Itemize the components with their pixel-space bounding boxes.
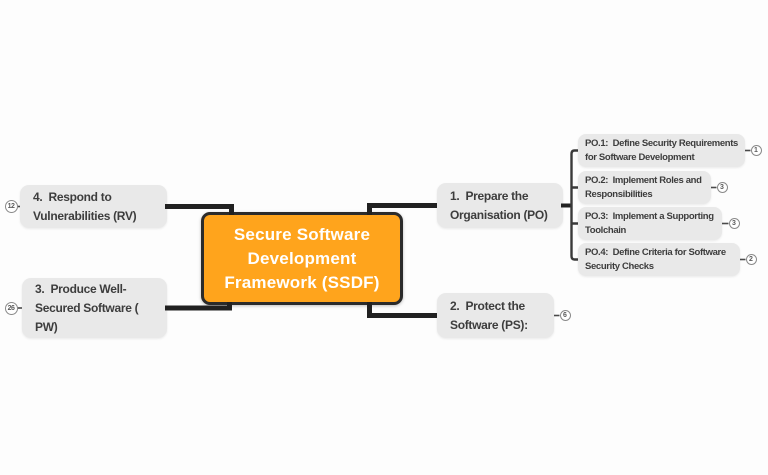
collapsed-count-badge-po4[interactable]: 2 <box>745 254 757 265</box>
collapsed-count-badge-ps[interactable]: 6 <box>559 310 571 321</box>
subnode-label-po2: PO.2: Implement Roles and Responsibiliti… <box>585 175 702 200</box>
central-topic-node[interactable]: Secure Software Development Framework (S… <box>201 212 403 305</box>
branch-label-respond-vulnerabilities: 4. Respond to Vulnerabilities (RV) <box>33 189 137 223</box>
subnode-label-po1: PO.1: Define Security Requirements for S… <box>585 138 738 163</box>
subnode-po4-security-checks-criteria[interactable]: PO.4: Define Criteria for Software Secur… <box>578 243 740 276</box>
connector-po-children <box>570 149 578 261</box>
branch-node-prepare-organisation[interactable]: 1. Prepare the Organisation (PO) <box>437 183 563 228</box>
branch-node-protect-software[interactable]: 2. Protect the Software (PS): <box>437 293 554 338</box>
branch-label-protect-software: 2. Protect the Software (PS): <box>450 298 528 332</box>
subnode-po1-security-requirements[interactable]: PO.1: Define Security Requirements for S… <box>578 134 745 167</box>
subnode-label-po4: PO.4: Define Criteria for Software Secur… <box>585 247 726 272</box>
collapsed-count-badge-po2[interactable]: 3 <box>716 182 728 193</box>
collapsed-count-badge-pw[interactable]: 26 <box>4 301 18 315</box>
subnode-label-po3: PO.3: Implement a Supporting Toolchain <box>585 211 714 236</box>
branch-label-prepare-organisation: 1. Prepare the Organisation (PO) <box>450 188 548 222</box>
branch-label-produce-well-secured-software: 3. Produce Well- Secured Software ( PW) <box>35 281 139 334</box>
collapsed-count-badge-po1[interactable]: 1 <box>750 145 762 156</box>
collapsed-count-badge-rv[interactable]: 12 <box>4 200 18 213</box>
subnode-po2-roles-responsibilities[interactable]: PO.2: Implement Roles and Responsibiliti… <box>578 171 711 204</box>
branch-node-produce-well-secured-software[interactable]: 3. Produce Well- Secured Software ( PW) <box>22 278 167 338</box>
subnode-po3-supporting-toolchain[interactable]: PO.3: Implement a Supporting Toolchain <box>578 207 722 240</box>
branch-node-respond-vulnerabilities[interactable]: 4. Respond to Vulnerabilities (RV) <box>20 185 167 228</box>
central-topic-label: Secure Software Development Framework (S… <box>224 224 380 292</box>
collapsed-count-badge-po3[interactable]: 3 <box>728 218 740 229</box>
